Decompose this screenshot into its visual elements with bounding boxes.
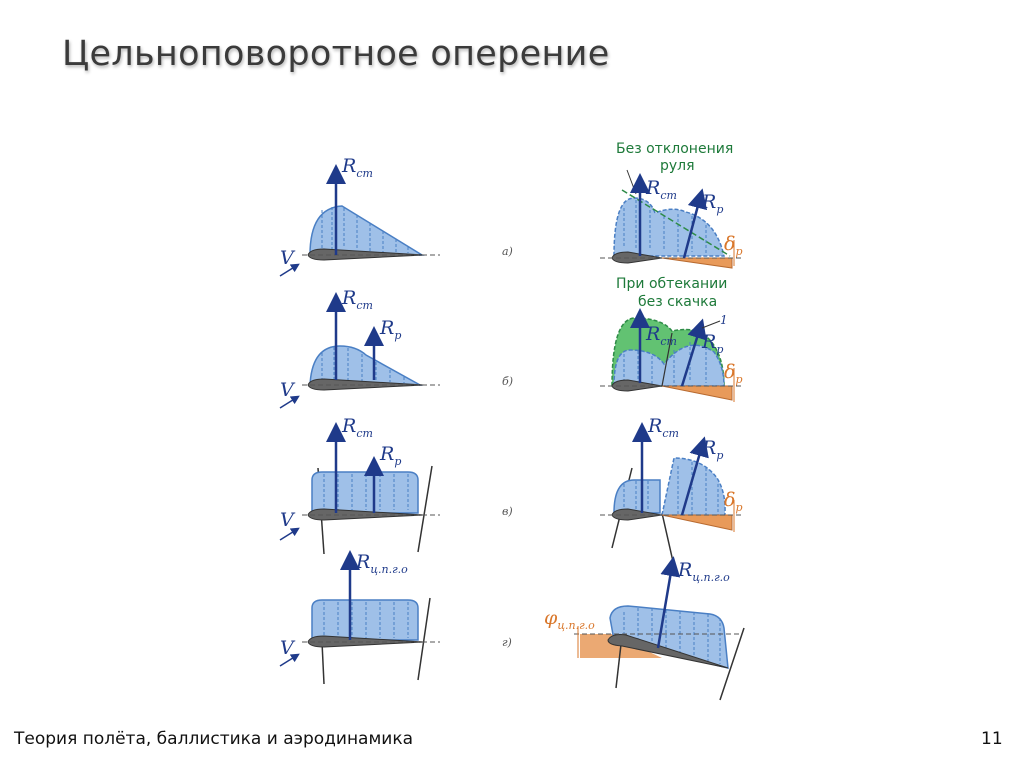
r-r-label: Rр (701, 191, 723, 216)
delta-label: δр (724, 489, 743, 514)
endplate-right (719, 627, 745, 701)
pressure-distribution (613, 479, 661, 514)
endplate-right (417, 597, 431, 681)
rudder-profile (661, 385, 733, 401)
r-full-label: Rц.п.г.о (355, 551, 408, 576)
velocity-label: V (280, 379, 296, 401)
note-no-shock-line1: При обтекании (616, 276, 727, 292)
page-title: Цельноповоротное оперение (62, 34, 610, 74)
r-st-label: Rст (341, 287, 373, 312)
r-st-label: Rст (645, 323, 677, 348)
endplate-right (417, 465, 433, 553)
marker-one-leader (701, 320, 721, 329)
rudder-distribution (661, 457, 726, 524)
row-g-left (279, 550, 440, 685)
note-no-deflection-line1: Без отклонения (616, 141, 733, 157)
row-b-left (279, 292, 440, 409)
velocity-arrow (279, 527, 300, 541)
velocity-arrow (279, 395, 300, 409)
pressure-distribution (609, 605, 729, 669)
row-v-left (279, 422, 440, 555)
r-st-label: Rст (341, 415, 373, 440)
pressure-distribution (613, 344, 725, 387)
hatch-lines (623, 200, 707, 253)
endplate-middle (661, 512, 675, 567)
velocity-arrow (279, 263, 300, 277)
r-r-label: Rр (701, 437, 723, 462)
pressure-distribution (309, 345, 423, 386)
page-number: 11 (981, 729, 1003, 749)
r-st-label: Rст (645, 177, 677, 202)
hatch-lines (623, 342, 707, 384)
hatch-lines (321, 347, 405, 383)
hatch-lines (323, 474, 409, 510)
velocity-label: V (280, 247, 296, 269)
pressure-distribution (311, 471, 419, 514)
tail-diagram: V Rст а) Без отклонения руля Rст Rр δр V… (262, 128, 762, 703)
row-b-right (600, 308, 742, 402)
pressure-distribution (309, 205, 425, 256)
delta-label: δр (724, 233, 743, 258)
rudder-lift-arrow (680, 436, 709, 516)
marker-one: 1 (720, 313, 728, 327)
note-no-shock-line2: без скачка (638, 294, 717, 310)
row-a-right (600, 169, 742, 269)
note-leader (626, 169, 637, 195)
r-r-label: Rр (701, 331, 723, 356)
rudder-lift-arrow (682, 188, 708, 259)
row-label-g: г) (502, 636, 512, 649)
hatch-lines (623, 462, 719, 518)
r-st-label: Rст (647, 415, 679, 440)
row-label-b: б) (502, 375, 513, 388)
r-st-label: Rст (341, 155, 373, 180)
airfoil-profile (607, 634, 729, 669)
r-full-label: Rц.п.г.о (677, 559, 730, 584)
rudder-outline (661, 332, 673, 387)
row-g-right (574, 556, 745, 701)
note-no-deflection-line2: руля (660, 158, 695, 174)
velocity-label: V (280, 509, 296, 531)
row-label-v: в) (502, 505, 513, 518)
row-a-left (279, 164, 440, 277)
total-lift-arrow (656, 556, 681, 649)
hatch-lines (323, 602, 409, 638)
footer-course: Теория полёта, баллистика и аэродинамика (14, 729, 414, 749)
hatch-lines (321, 207, 409, 254)
phi-label: φц.п.г.о (544, 607, 595, 632)
pressure-distribution (311, 599, 419, 641)
delta-label: δр (724, 361, 743, 386)
velocity-arrow (279, 653, 300, 667)
pressure-distribution (613, 197, 725, 257)
rudder-profile (661, 257, 733, 269)
r-r-label: Rр (379, 317, 401, 342)
row-v-right (600, 422, 742, 567)
row-label-a: а) (502, 245, 513, 258)
velocity-label: V (280, 637, 296, 659)
r-r-label: Rр (379, 443, 401, 468)
rudder-profile (661, 514, 733, 531)
rudder-lift-arrow (680, 318, 707, 387)
